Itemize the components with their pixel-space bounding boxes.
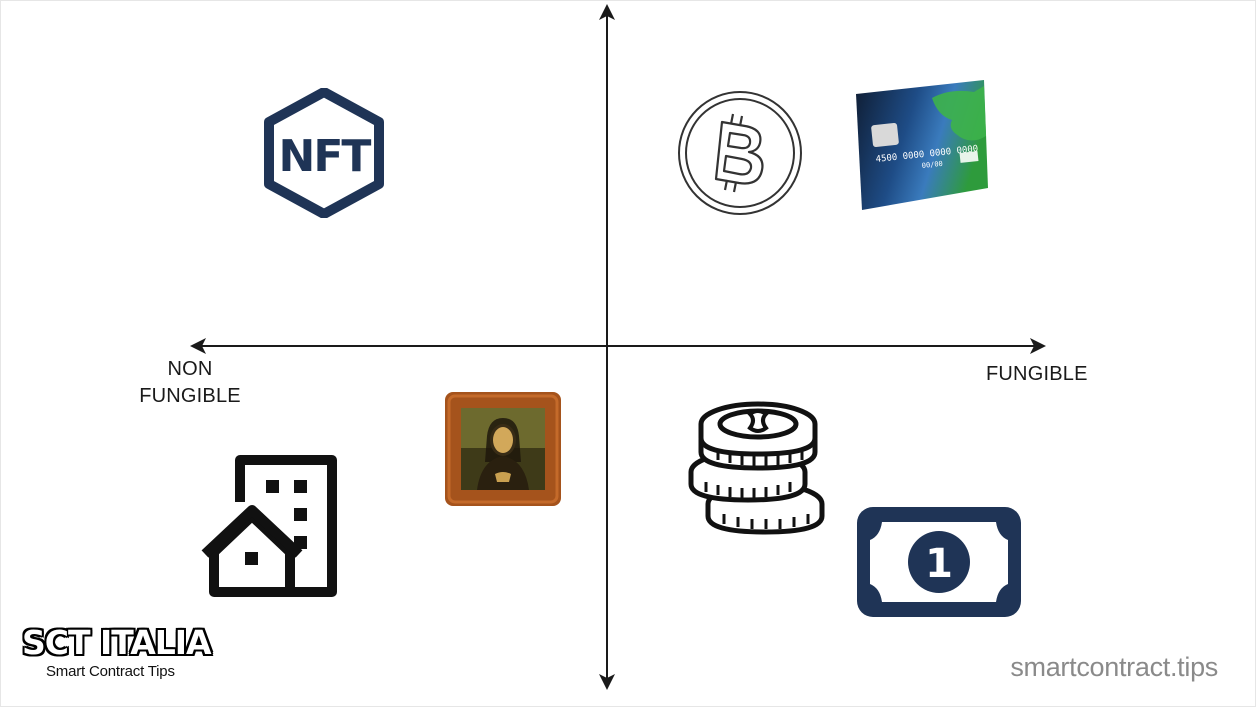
arrow-up: [599, 4, 615, 20]
arrow-right: [1030, 338, 1046, 354]
site-url: smartcontract.tips: [1010, 652, 1218, 682]
brand-logo: SCT ITALIA Smart Contract Tips: [22, 623, 232, 681]
non-fungible-label: NON FUNGIBLE: [130, 356, 250, 410]
arrow-down: [599, 674, 615, 690]
nft-icon: NFT: [264, 88, 384, 218]
banknote-digit: 1: [925, 541, 953, 587]
painting-icon: [445, 392, 561, 506]
non-fungible-text: NON FUNGIBLE: [139, 358, 241, 407]
brand-subtitle: Smart Contract Tips: [46, 663, 175, 680]
brand-title: SCT ITALIA: [22, 623, 212, 662]
banknote-icon: 1: [857, 507, 1021, 617]
arrow-left: [190, 338, 206, 354]
card-expiry: 00/00: [921, 160, 943, 170]
bitcoin-icon: [678, 91, 802, 215]
fungible-label: FUNGIBLE: [986, 363, 1088, 385]
real-estate-icon: [201, 455, 337, 597]
credit-card-icon: 4500 0000 0000 0000 00/00: [856, 80, 988, 210]
coins-icon: [688, 401, 825, 535]
nft-icon-text: NFT: [279, 131, 372, 182]
